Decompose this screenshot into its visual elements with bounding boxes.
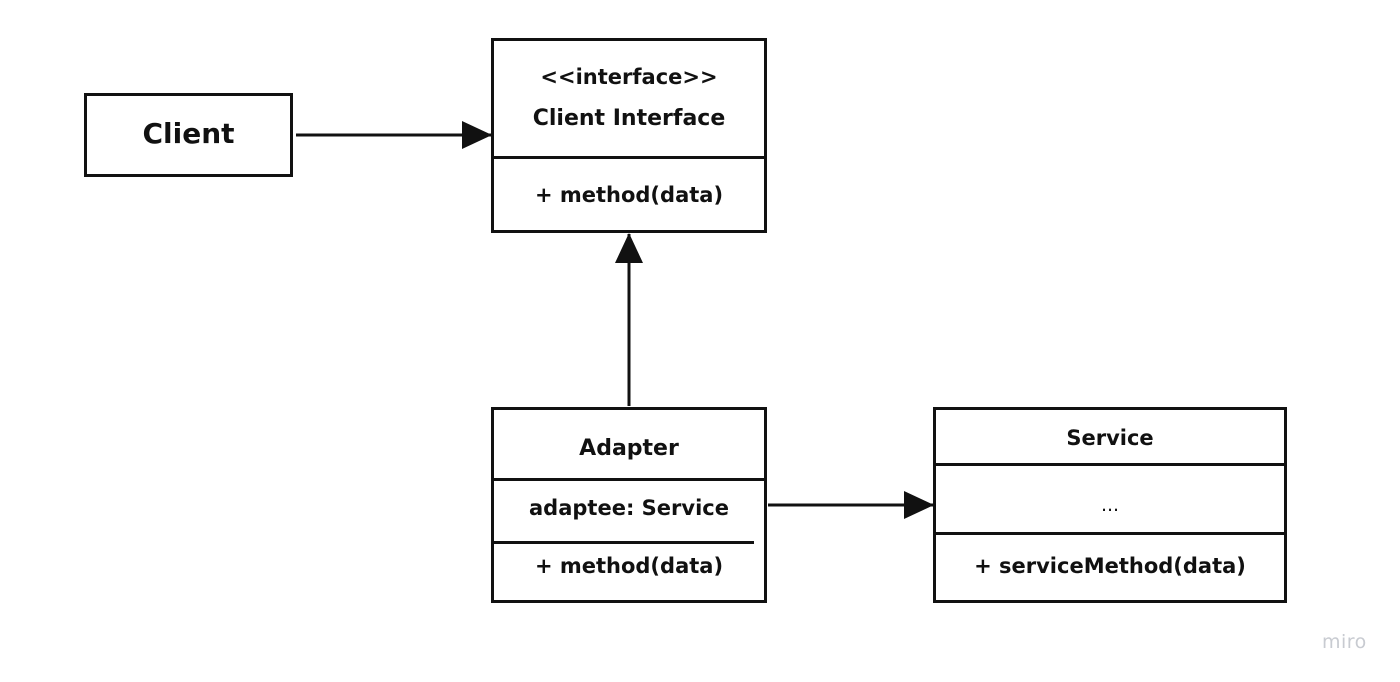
service-box[interactable]: Service ... + serviceMethod(data) [933,407,1287,603]
service-operation: + serviceMethod(data) [974,554,1246,578]
miro-watermark: miro [1322,631,1367,653]
adapter-divider-top [494,478,764,481]
interface-operation: + method(data) [534,183,724,207]
adapter-divider-bottom [494,541,754,544]
service-divider-bottom [936,532,1284,535]
interface-stereotype: <<interface>> [540,65,718,89]
client-interface-title: Client Interface [532,106,726,131]
service-divider-top [936,463,1284,466]
adapter-title: Adapter [579,436,679,461]
adapter-box[interactable]: Adapter adaptee: Service + method(data) [491,407,767,603]
adapter-operation: + method(data) [534,554,724,578]
service-attribute: ... [1100,494,1120,516]
client-interface-box[interactable]: <<interface>> Client Interface + method(… [491,38,767,233]
client-box[interactable]: Client [84,93,293,177]
client-title: Client [142,117,235,150]
adapter-attribute: adaptee: Service [529,496,729,520]
interface-divider [494,156,764,159]
service-title: Service [1066,426,1154,450]
